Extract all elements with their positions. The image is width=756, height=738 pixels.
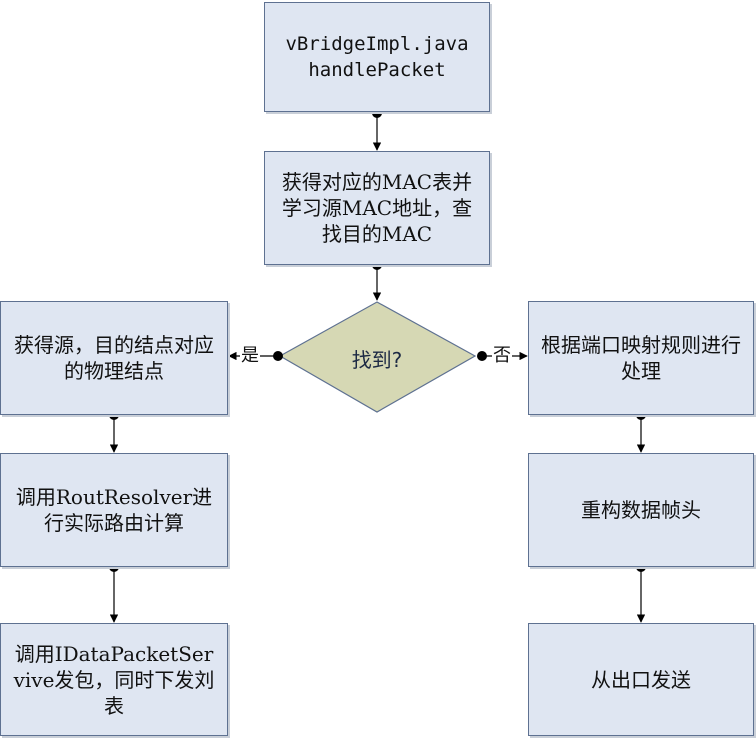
lookup-node: 获得对应的MAC表并学习源MAC地址，查找目的MAC [264, 151, 490, 265]
start-node-line2: handlePacket [308, 59, 446, 81]
no-step-3-text: 从出口发送 [591, 667, 691, 692]
start-node: vBridgeImpl.java handlePacket [264, 2, 490, 112]
no-step-2-text: 重构数据帧头 [581, 498, 701, 522]
no-step-3: 从出口发送 [528, 623, 754, 736]
yes-step-2: 调用RoutResolver进行实际路由计算 [0, 453, 228, 567]
edge-decision-no-dot [477, 351, 487, 361]
yes-step-1: 获得源，目的结点对应的物理结点 [0, 301, 228, 415]
decision-label: 找到? [351, 348, 403, 372]
yes-step-2-text: 调用RoutResolver进行实际路由计算 [15, 485, 213, 535]
no-step-1-text: 根据端口映射规则进行处理 [541, 333, 741, 383]
yes-step-3-text: 调用IDataPacketServive发包，同时下发刘表 [13, 641, 215, 718]
yes-step-1-text: 获得源，目的结点对应的物理结点 [14, 333, 214, 383]
edge-decision-yes-dot [273, 351, 283, 361]
no-step-1: 根据端口映射规则进行处理 [528, 301, 754, 415]
no-step-2: 重构数据帧头 [528, 453, 754, 567]
yes-step-3: 调用IDataPacketServive发包，同时下发刘表 [0, 623, 228, 736]
yes-label: 是 [240, 345, 260, 366]
no-label: 否 [492, 345, 512, 366]
lookup-node-text: 获得对应的MAC表并学习源MAC地址，查找目的MAC [281, 170, 473, 246]
decision-diamond [278, 301, 477, 413]
start-node-line1: vBridgeImpl.java [285, 33, 469, 55]
